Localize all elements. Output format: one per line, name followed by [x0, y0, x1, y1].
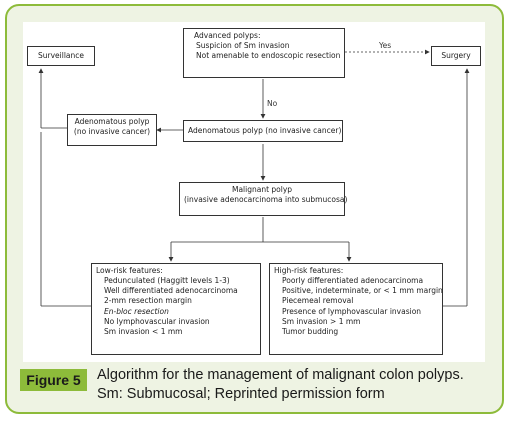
- advanced-line-1: Suspicion of Sm invasion: [196, 41, 290, 51]
- node-surveillance: Surveillance: [27, 46, 95, 66]
- node-surgery-label: Surgery: [441, 51, 471, 60]
- malignant-line-0: Malignant polyp: [231, 185, 293, 194]
- high-risk-item: Presence of lymphovascular invasion: [282, 306, 422, 316]
- low-risk-item: Sm invasion < 1 mm: [104, 326, 183, 336]
- high-risk-item: Sm invasion > 1 mm: [282, 316, 361, 326]
- low-risk-item: En-bloc resection: [104, 306, 169, 316]
- node-adenoma-left: Adenomatous polyp (no invasive cancer): [67, 114, 157, 146]
- low-risk-item: Pedunculated (Haggitt levels 1-3): [104, 276, 230, 286]
- adenoma-center-label: Adenomatous polyp (no invasive cancer): [188, 126, 342, 135]
- adenoma-left-line-0: Adenomatous polyp: [74, 117, 150, 126]
- advanced-header: Advanced polyps:: [194, 31, 261, 40]
- high-risk-item: Tumor budding: [282, 326, 339, 336]
- node-high-risk: High-risk features: Poorly differentiate…: [269, 263, 443, 355]
- figure-number-badge: Figure 5: [20, 369, 87, 391]
- node-surveillance-label: Surveillance: [38, 51, 84, 60]
- high-risk-header: High-risk features:: [274, 266, 344, 275]
- low-risk-item: 2-mm resection margin: [104, 296, 192, 306]
- node-adenoma-center: Adenomatous polyp (no invasive cancer): [183, 120, 343, 142]
- adenoma-left-line-1: (no invasive cancer): [73, 127, 151, 137]
- figure-frame: Yes No Surveillance Surgery Advanced pol…: [5, 4, 504, 414]
- caption-line-1: Algorithm for the management of malignan…: [97, 367, 464, 383]
- low-risk-header: Low-risk features:: [96, 266, 163, 275]
- node-malignant-polyp: Malignant polyp (invasive adenocarcinoma…: [179, 182, 348, 216]
- node-low-risk: Low-risk features: Pedunculated (Haggitt…: [91, 263, 261, 355]
- high-risk-item: Poorly differentiated adenocarcinoma: [282, 276, 424, 286]
- low-risk-item: No lymphovascular invasion: [104, 316, 210, 326]
- caption-line-2: Sm: Submucosal; Reprinted permission for…: [97, 386, 385, 402]
- high-risk-item: Piecemeal removal: [282, 296, 354, 306]
- figure-caption: Algorithm for the management of malignan…: [97, 366, 502, 404]
- edge-label-no: No: [267, 99, 278, 108]
- high-risk-item: Positive, indeterminate, or < 1 mm margi…: [282, 286, 443, 296]
- advanced-line-2: Not amenable to endoscopic resection: [196, 51, 341, 61]
- node-advanced-polyps: Advanced polyps: Suspicion of Sm invasio…: [183, 28, 345, 78]
- flowchart-canvas: Yes No Surveillance Surgery Advanced pol…: [23, 22, 485, 362]
- flowchart-connectors: [38, 49, 470, 307]
- node-surgery: Surgery: [431, 46, 481, 66]
- low-risk-item: Well differentiated adenocarcinoma: [104, 286, 238, 296]
- edge-label-yes: Yes: [379, 41, 392, 50]
- malignant-line-1: (invasive adenocarcinoma into submucosa): [184, 195, 348, 205]
